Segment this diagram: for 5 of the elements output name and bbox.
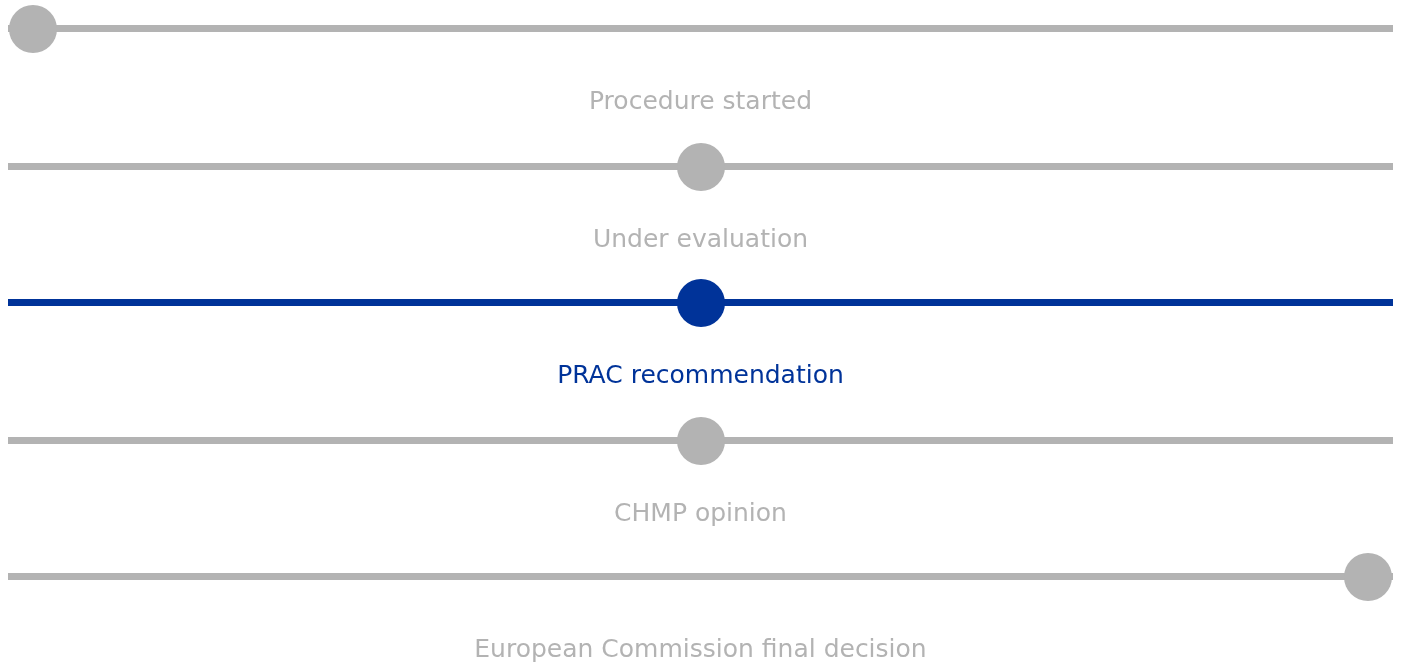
step-label: PRAC recommendation: [557, 360, 844, 390]
step-label: European Commission final decision: [474, 634, 927, 663]
step-label: Procedure started: [589, 86, 812, 116]
step-label: CHMP opinion: [614, 498, 787, 528]
step-label: Under evaluation: [592, 224, 809, 254]
